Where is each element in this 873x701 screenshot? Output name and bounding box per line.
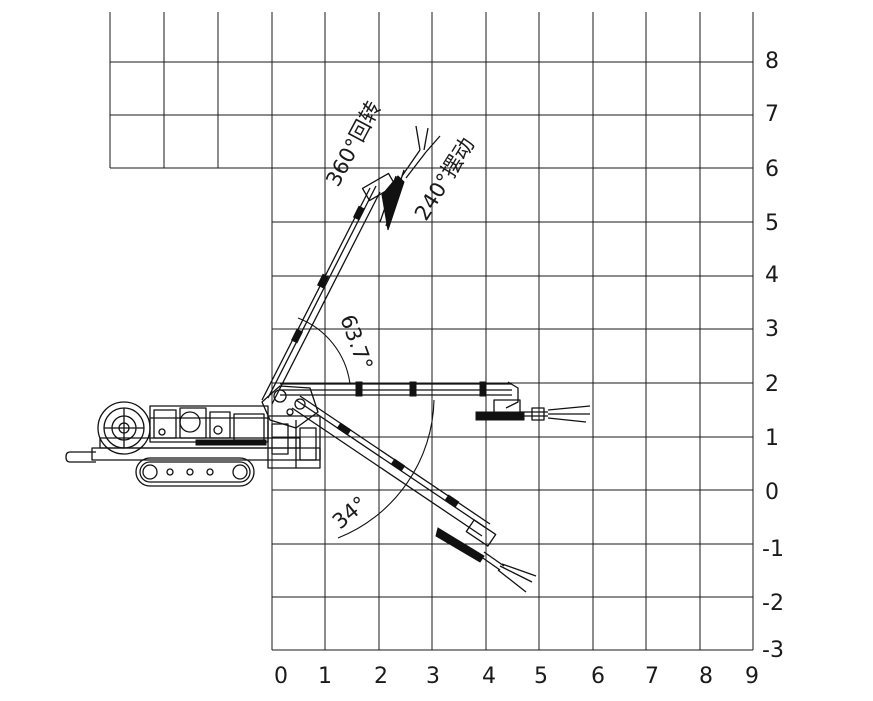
y-tick-label: -3: [762, 638, 784, 663]
y-tick-label: 1: [765, 426, 779, 451]
boom-upper: [261, 125, 441, 405]
x-tick-label: 3: [426, 664, 440, 689]
y-tick-label: -2: [762, 591, 784, 616]
y-tick-label: 5: [765, 211, 779, 236]
angle-63-7-label: 63.7°: [335, 312, 377, 374]
x-axis-labels: 0 1 2 3 4 5 6 7 8 9: [274, 664, 759, 689]
boom-horizontal: [280, 381, 591, 423]
y-tick-label: 0: [765, 480, 779, 505]
boom-lower: [291, 395, 537, 593]
y-tick-label: -1: [762, 537, 784, 562]
y-tick-label: 8: [765, 49, 779, 74]
swing-label: 240°摆动: [410, 133, 479, 224]
x-tick-label: 0: [274, 664, 288, 689]
y-tick-label: 3: [765, 317, 779, 342]
y-tick-label: 6: [765, 157, 779, 182]
y-tick-label: 4: [765, 263, 779, 288]
x-tick-label: 5: [534, 664, 548, 689]
angle-34-label: 34°: [328, 492, 372, 534]
x-tick-label: 9: [745, 664, 759, 689]
x-tick-label: 7: [645, 664, 659, 689]
x-tick-label: 4: [482, 664, 496, 689]
x-tick-label: 1: [318, 664, 332, 689]
arc-63-7: [297, 317, 351, 385]
crawler-base: [65, 385, 321, 487]
y-axis-labels: 8 7 6 5 4 3 2 1 0 -1 -2 -3: [762, 49, 784, 663]
x-tick-label: 6: [591, 664, 605, 689]
arc-34: [337, 399, 435, 539]
x-tick-label: 8: [699, 664, 713, 689]
y-tick-label: 7: [765, 102, 779, 127]
y-tick-label: 2: [765, 372, 779, 397]
grid: [109, 12, 754, 651]
x-tick-label: 2: [374, 664, 388, 689]
rotation-label: 360°回转: [321, 97, 386, 190]
